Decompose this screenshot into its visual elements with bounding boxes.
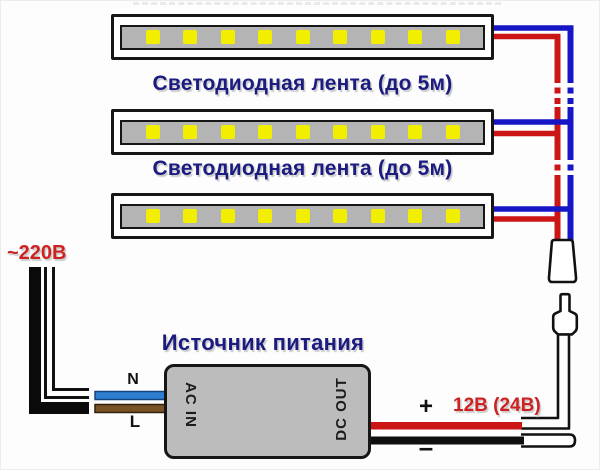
dc-out-label: DC OUT [333, 377, 350, 441]
led-chip [408, 30, 422, 44]
cropped-text-artifact [133, 2, 501, 5]
led-strip-1-pcb [120, 24, 485, 50]
led-chip [333, 125, 347, 139]
led-chip [408, 125, 422, 139]
led-chip [145, 30, 160, 44]
led-strip-2 [111, 109, 494, 155]
led-chip [408, 209, 422, 223]
plus-label: + [418, 393, 433, 420]
dc-plug-connector [547, 238, 578, 284]
dc-minus-wire [369, 436, 524, 445]
led-chip [333, 30, 347, 44]
led-chip [295, 30, 310, 44]
led-chip [370, 125, 385, 139]
led-chip [258, 125, 272, 139]
dc-cable-outline-left [521, 334, 560, 420]
minus-label: – [418, 432, 434, 462]
dc-plus-wire [369, 422, 522, 430]
led-chip [220, 125, 235, 139]
mains-voltage-label: ~220В [7, 242, 67, 264]
led-strip-2-pcb [120, 119, 485, 145]
strip-feed-red-wires [492, 33, 561, 222]
led-chip [445, 209, 460, 223]
led-chip [183, 125, 197, 139]
mains-cable-black-conductor [29, 267, 89, 414]
led-chip [258, 209, 272, 223]
led-chip [220, 30, 235, 44]
led-strip-2-label: Светодиодная лента (до 5м) [152, 157, 453, 180]
dc-socket-connector [551, 292, 579, 336]
led-chip [183, 209, 197, 223]
mains-cable-white-conductor-core [47, 267, 89, 396]
neutral-wire [94, 390, 167, 401]
led-strip-1-label: Светодиодная лента (до 5м) [152, 72, 453, 95]
led-chip [220, 209, 235, 223]
led-chip [183, 30, 197, 44]
neutral-label: N [127, 371, 139, 388]
led-chip [445, 30, 460, 44]
line-label: L [129, 412, 141, 431]
strip-feed-blue-wires [492, 25, 574, 212]
mains-cable-white-conductor-outline [44, 267, 89, 399]
power-supply-box [164, 364, 371, 459]
ac-in-label: AC IN [182, 382, 199, 428]
led-chip [445, 125, 460, 139]
led-chip [145, 209, 160, 223]
led-strip-3 [111, 193, 494, 239]
dc-voltage-label: 12В (24В) [453, 395, 541, 416]
dc-cable-minus-outline [521, 433, 577, 448]
power-supply-title: Источник питания [161, 330, 365, 355]
led-chip [370, 30, 385, 44]
led-chip [295, 125, 310, 139]
led-chip [333, 209, 347, 223]
led-strip-1 [111, 14, 494, 60]
dc-cable-outline-right [521, 334, 571, 430]
led-chip [295, 209, 310, 223]
led-chip [258, 30, 272, 44]
led-chip [145, 125, 160, 139]
led-strip-3-pcb [120, 203, 485, 229]
led-chip [370, 209, 385, 223]
